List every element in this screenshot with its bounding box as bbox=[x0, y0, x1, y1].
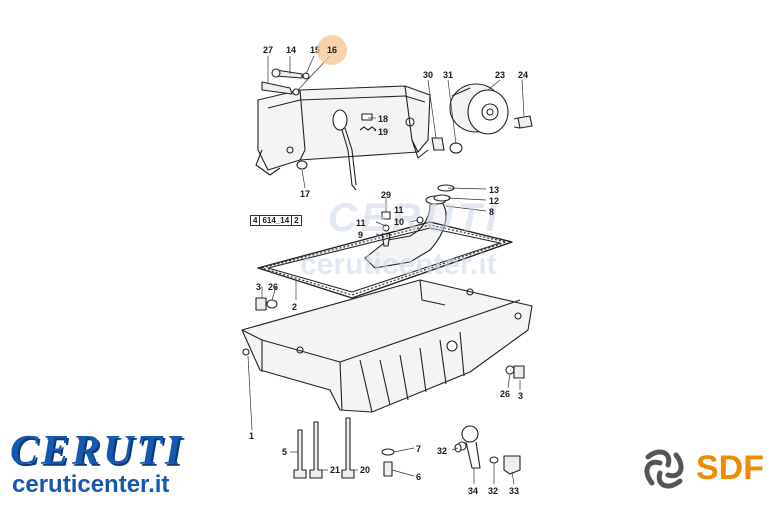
washer-7 bbox=[381, 448, 395, 456]
washer-15 bbox=[302, 72, 310, 80]
reference-box: 4 614_14 2 bbox=[250, 215, 302, 226]
ceruti-logo: CERUTI bbox=[10, 428, 185, 474]
oil-pan bbox=[241, 279, 533, 413]
callout-16-highlighted[interactable]: 16 bbox=[316, 35, 348, 65]
washer-16 bbox=[292, 88, 300, 96]
callout-23[interactable]: 23 bbox=[495, 70, 506, 80]
callout-29[interactable]: 29 bbox=[381, 190, 392, 200]
callout-17[interactable]: 17 bbox=[300, 189, 311, 199]
washer-31 bbox=[449, 142, 463, 154]
seal-17 bbox=[296, 160, 308, 170]
callout-14[interactable]: 14 bbox=[286, 45, 297, 55]
callout-31[interactable]: 31 bbox=[443, 70, 454, 80]
bolt-20 bbox=[341, 417, 355, 479]
bolt-27 bbox=[261, 81, 293, 95]
callout-34[interactable]: 34 bbox=[468, 486, 479, 496]
callout-33[interactable]: 33 bbox=[509, 486, 520, 496]
washer-32b bbox=[489, 456, 499, 464]
spring-19 bbox=[359, 126, 377, 131]
dipstick bbox=[332, 109, 357, 191]
callout-20[interactable]: 20 bbox=[360, 465, 371, 475]
bolt-5 bbox=[293, 429, 307, 479]
callout-12[interactable]: 12 bbox=[489, 196, 500, 206]
callout-11-upper[interactable]: 11 bbox=[394, 205, 404, 215]
callout-3-right[interactable]: 3 bbox=[518, 391, 524, 401]
bolt-14 bbox=[271, 68, 303, 79]
callout-18[interactable]: 18 bbox=[378, 114, 389, 124]
watermark-url: ceruticenter.it bbox=[300, 248, 497, 281]
washer-26-left bbox=[266, 299, 278, 309]
callout-21[interactable]: 21 bbox=[330, 465, 341, 475]
washer-26-right bbox=[505, 365, 515, 375]
callout-19[interactable]: 19 bbox=[378, 127, 389, 137]
callout-5[interactable]: 5 bbox=[282, 447, 288, 457]
sdf-logo-text: SDF bbox=[696, 449, 764, 487]
leader-lines bbox=[247, 55, 525, 485]
sdf-logo-icon bbox=[644, 449, 684, 489]
ceruti-url: ceruticenter.it bbox=[12, 471, 170, 498]
callout-32-upper[interactable]: 32 bbox=[437, 446, 448, 456]
rocker-cover bbox=[255, 85, 431, 176]
bolt-21 bbox=[309, 421, 323, 479]
callout-3-left[interactable]: 3 bbox=[256, 282, 262, 292]
callout-30[interactable]: 30 bbox=[423, 70, 434, 80]
callout-11-lower[interactable]: 11 bbox=[356, 218, 366, 228]
plug-3-left bbox=[255, 297, 267, 311]
washer-11 bbox=[382, 224, 390, 232]
callout-2[interactable]: 2 bbox=[292, 302, 298, 312]
callout-15[interactable]: 15 bbox=[310, 45, 321, 55]
callout-6[interactable]: 6 bbox=[416, 472, 422, 482]
bolt-6 bbox=[383, 461, 393, 477]
ref-cell: 2 bbox=[291, 215, 302, 226]
oilpan-gasket bbox=[257, 221, 513, 299]
clip-18 bbox=[361, 113, 373, 121]
callout-13[interactable]: 13 bbox=[489, 185, 500, 195]
callout-32-lower[interactable]: 32 bbox=[488, 486, 499, 496]
ref-cell: 614_14 bbox=[259, 215, 293, 226]
plug-30 bbox=[431, 137, 445, 151]
callout-9[interactable]: 9 bbox=[358, 230, 364, 240]
watermark-ceruti: CERUTI bbox=[328, 196, 501, 240]
callout-27[interactable]: 27 bbox=[263, 45, 274, 55]
banjo-fitting bbox=[457, 425, 481, 469]
callout-26-left[interactable]: 26 bbox=[268, 282, 279, 292]
callout-24[interactable]: 24 bbox=[518, 70, 529, 80]
plug-3-right bbox=[513, 365, 525, 379]
callout-7[interactable]: 7 bbox=[416, 444, 422, 454]
callout-1[interactable]: 1 bbox=[249, 431, 255, 441]
oil-filter bbox=[449, 83, 509, 135]
callout-8[interactable]: 8 bbox=[489, 207, 495, 217]
banjo-bolt-33 bbox=[503, 455, 521, 475]
filter-nipple bbox=[513, 115, 533, 129]
callout-26-right[interactable]: 26 bbox=[500, 389, 511, 399]
callout-10[interactable]: 10 bbox=[394, 217, 405, 227]
